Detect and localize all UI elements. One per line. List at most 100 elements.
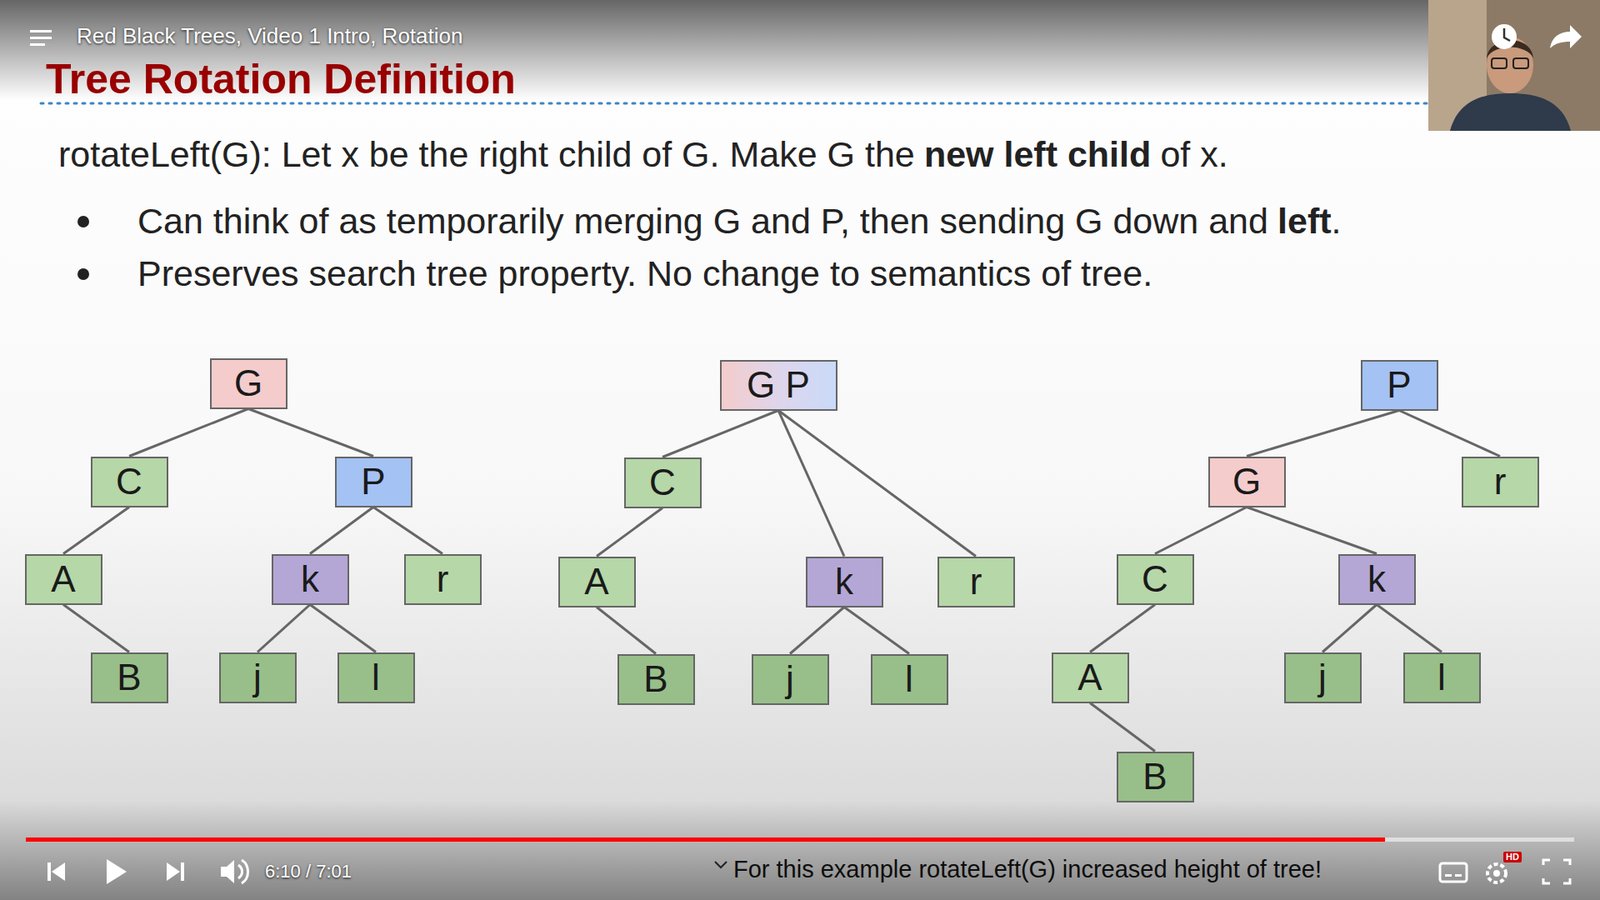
body-text: .	[1331, 200, 1342, 241]
tree-node-box: j	[1284, 652, 1362, 704]
node-label: C	[1141, 560, 1169, 598]
tree-node-box: l	[337, 652, 415, 704]
tree-node-box: A	[558, 556, 636, 608]
node-label: C	[649, 464, 676, 501]
node-label: A	[1077, 659, 1102, 696]
tree-edge	[129, 409, 249, 457]
node-label: j	[785, 660, 795, 698]
tree-edge	[63, 507, 130, 555]
settings-icon	[1487, 864, 1506, 883]
tree-node-box: B	[617, 654, 695, 705]
subtitles-line	[1455, 874, 1462, 877]
subtitles-line	[1445, 874, 1452, 877]
video-title: Red Black Trees, Video 1 Intro, Rotation	[76, 23, 463, 50]
tree-edge	[662, 410, 779, 458]
node-label: C	[115, 463, 143, 500]
tree-node-box: k	[805, 556, 884, 608]
tree-node-box: G P	[720, 360, 838, 411]
bold-phrase: left	[1277, 200, 1332, 241]
tree-edge	[1155, 507, 1247, 555]
node-label: G P	[746, 366, 810, 404]
node-label: B	[116, 659, 141, 696]
share-icon	[1550, 25, 1582, 49]
bold-phrase: new left child	[924, 134, 1151, 175]
tree-node-box: B	[90, 652, 169, 704]
tree-edge	[596, 607, 656, 655]
menu-bar	[30, 30, 52, 33]
tree-node-box: P	[335, 456, 413, 508]
tree-node-box: C	[90, 456, 169, 508]
tree-node-box: P	[1360, 360, 1439, 411]
tree-edge	[248, 409, 374, 457]
bullet-dot	[77, 215, 90, 228]
tree-node-box: k	[271, 554, 350, 605]
tree-edge	[778, 410, 976, 557]
tree-node-box: C	[624, 457, 702, 509]
body-text: Can think of as temporarily merging G an…	[137, 200, 1269, 241]
video-caption: For this example rotateLeft(G) increased…	[733, 856, 1322, 884]
node-label: l	[1437, 659, 1446, 696]
tree-edge	[1376, 605, 1442, 653]
play-icon	[106, 859, 127, 885]
node-label: P	[1386, 366, 1411, 404]
node-label: k	[300, 560, 320, 598]
clock-hands	[1504, 28, 1510, 41]
tree-edge	[257, 605, 310, 653]
node-label: l	[905, 660, 914, 698]
tree-edge	[1246, 507, 1377, 555]
tree-edge	[596, 508, 663, 557]
body-text-line: rotateLeft(G): Let x be the right child …	[58, 133, 1229, 177]
node-label: r	[1494, 463, 1507, 500]
next-icon	[166, 862, 180, 881]
webcam-thumbnail	[1428, 0, 1600, 131]
menu-bar	[30, 43, 45, 46]
progress-track	[25, 837, 1575, 842]
tree-edge	[1090, 605, 1155, 653]
tree-edge	[63, 605, 130, 653]
tree-edge	[844, 607, 910, 655]
node-label: k	[835, 563, 854, 600]
tree-node-box: A	[25, 554, 103, 605]
tree-node-box: l	[870, 654, 949, 705]
webcam-person-body	[1450, 93, 1571, 131]
tree-edge	[310, 605, 376, 653]
tree-node-box: G	[210, 358, 288, 410]
tree-edge	[310, 507, 374, 555]
player-right-controls	[1440, 860, 1570, 884]
previous-bar	[47, 862, 51, 881]
body-text: rotateLeft(G): Let x be the right child …	[58, 134, 915, 175]
tree-edge	[1090, 703, 1155, 752]
menu-icon	[30, 30, 52, 46]
node-label: l	[371, 659, 380, 696]
tree-node-box: B	[1116, 751, 1195, 803]
body-text-line: Can think of as temporarily merging G an…	[137, 200, 1342, 244]
bullet-dot	[77, 268, 90, 280]
tree-node-box: r	[937, 556, 1015, 608]
tree-node-box: r	[1461, 456, 1540, 508]
tree-node-box: r	[404, 554, 482, 605]
menu-bar	[30, 36, 52, 40]
volume-wave	[241, 860, 249, 884]
bottom-overlay	[0, 800, 1600, 900]
previous-icon	[51, 862, 65, 881]
tree-node-box: A	[1051, 652, 1130, 704]
clock-icon	[1491, 24, 1517, 50]
node-label: k	[1367, 560, 1386, 598]
hd-badge: HD	[1503, 851, 1522, 863]
tree-node-box: j	[751, 654, 830, 705]
webcam-glasses	[1513, 58, 1529, 69]
node-label: G	[234, 365, 263, 402]
subtitles-icon	[1440, 863, 1467, 882]
node-label: B	[1142, 758, 1167, 795]
caption-chevron	[715, 861, 727, 868]
webcam-glasses	[1491, 58, 1507, 69]
tree-edge	[1399, 410, 1500, 457]
webcam-background	[1428, 0, 1600, 131]
tree-edge	[373, 507, 443, 555]
body-text-line: Preserves search tree property. No chang…	[137, 252, 1153, 296]
fullscreen-icon	[1543, 860, 1570, 884]
volume-wave	[238, 865, 243, 879]
node-label: P	[360, 463, 385, 500]
volume-icon	[220, 860, 235, 884]
